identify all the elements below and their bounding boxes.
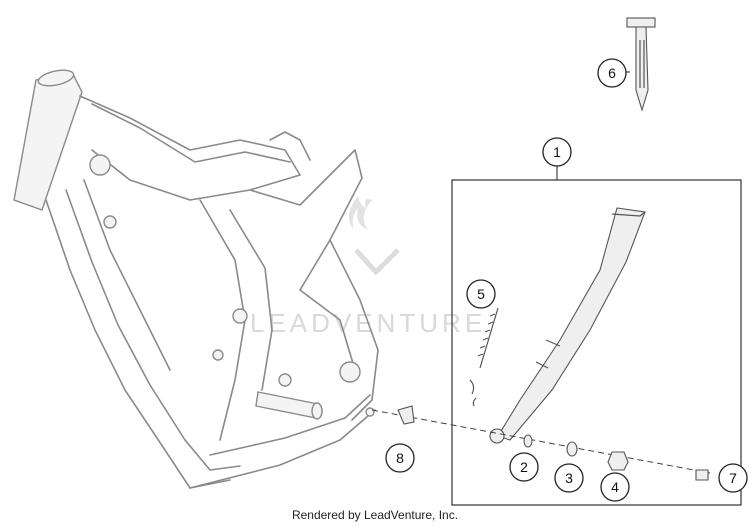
- steering-head-tube: [13, 71, 83, 211]
- callout-2-label: 2: [520, 459, 528, 475]
- callout-2-circle: [509, 452, 539, 482]
- callout-1-circle: [542, 137, 572, 167]
- lower-cradle-left: [189, 409, 376, 489]
- upper-main-rail: [79, 95, 301, 201]
- special-tool: [626, 17, 656, 112]
- down-tube-inner: [83, 179, 171, 371]
- callout-4-label: 4: [611, 479, 619, 495]
- down-tube-left: [45, 199, 231, 489]
- callout-1: 1: [542, 137, 572, 167]
- engine-mount-mid: [212, 349, 224, 361]
- sidestand-mount-boss: [365, 407, 375, 417]
- callout-3-circle: [554, 463, 584, 493]
- side-stand-leg: [497, 207, 646, 441]
- callout-3: 3: [554, 463, 584, 493]
- rendered-by-footer: Rendered by LeadVenture, Inc.: [291, 508, 459, 522]
- nut-part: [607, 451, 629, 471]
- assembly-axis: [371, 409, 711, 474]
- callout-8: 8: [385, 443, 415, 473]
- swingarm-pivot: [339, 361, 361, 383]
- washer-part: [523, 434, 533, 448]
- rear-mount: [269, 131, 311, 161]
- subframe-rail: [249, 149, 363, 291]
- head-tube-top: [37, 69, 75, 87]
- callout-6: 6: [597, 58, 627, 88]
- tool-shaft: [635, 26, 649, 112]
- callout-5-circle: [466, 279, 496, 309]
- frame-gusset-top: [89, 154, 111, 176]
- tool-handle: [626, 17, 656, 28]
- cross-tube-end: [311, 402, 323, 420]
- engine-mount-lower: [278, 373, 292, 387]
- callout-8-label: 8: [396, 450, 404, 466]
- spring-body: [479, 307, 499, 369]
- bolt-part: [695, 469, 709, 481]
- rear-spar: [329, 239, 379, 421]
- center-spar-right: [229, 209, 273, 391]
- frame-boss: [103, 215, 117, 229]
- callout-7: 7: [718, 463, 748, 493]
- stand-spring: [469, 307, 499, 407]
- down-tube-right: [65, 189, 241, 471]
- callout-4: 4: [600, 472, 630, 502]
- callout-6-circle: [597, 58, 627, 88]
- side-stand: [489, 207, 646, 444]
- spring-hook: [535, 339, 561, 369]
- callout-7-circle: [718, 463, 748, 493]
- leader-lines: [556, 71, 630, 180]
- side-stand-foot: [611, 211, 646, 217]
- callout-4-circle: [600, 472, 630, 502]
- sidestand-assembly-frame: [451, 179, 742, 506]
- callout-5: 5: [466, 279, 496, 309]
- watermark-text: LEADVENTURE: [250, 308, 486, 338]
- callout-2: 2: [509, 452, 539, 482]
- callout-6-label: 6: [608, 65, 616, 81]
- rear-spar-inner: [299, 289, 356, 371]
- callout-8-circle: [385, 443, 415, 473]
- callout-3-label: 3: [565, 470, 573, 486]
- spring-coils: [477, 313, 496, 357]
- callout-1-label: 1: [553, 144, 561, 160]
- flame-logo-icon: [348, 196, 372, 230]
- watermark: LEADVENTURE: [250, 196, 486, 338]
- upper-main-rail-inner: [91, 103, 291, 163]
- spring-hook-end: [469, 379, 477, 407]
- tool-shaft-detail: [639, 40, 645, 88]
- bracket-part: [397, 405, 415, 425]
- engine-mount-upper: [232, 308, 248, 324]
- chevron-logo-icon: [354, 248, 400, 276]
- washer-large-part: [566, 441, 578, 457]
- callout-7-label: 7: [729, 470, 737, 486]
- callout-5-label: 5: [477, 286, 485, 302]
- motorcycle-frame: [13, 69, 379, 489]
- lower-cradle-right: [209, 394, 371, 456]
- side-stand-pivot-eye: [489, 428, 505, 444]
- cross-tube: [255, 391, 319, 419]
